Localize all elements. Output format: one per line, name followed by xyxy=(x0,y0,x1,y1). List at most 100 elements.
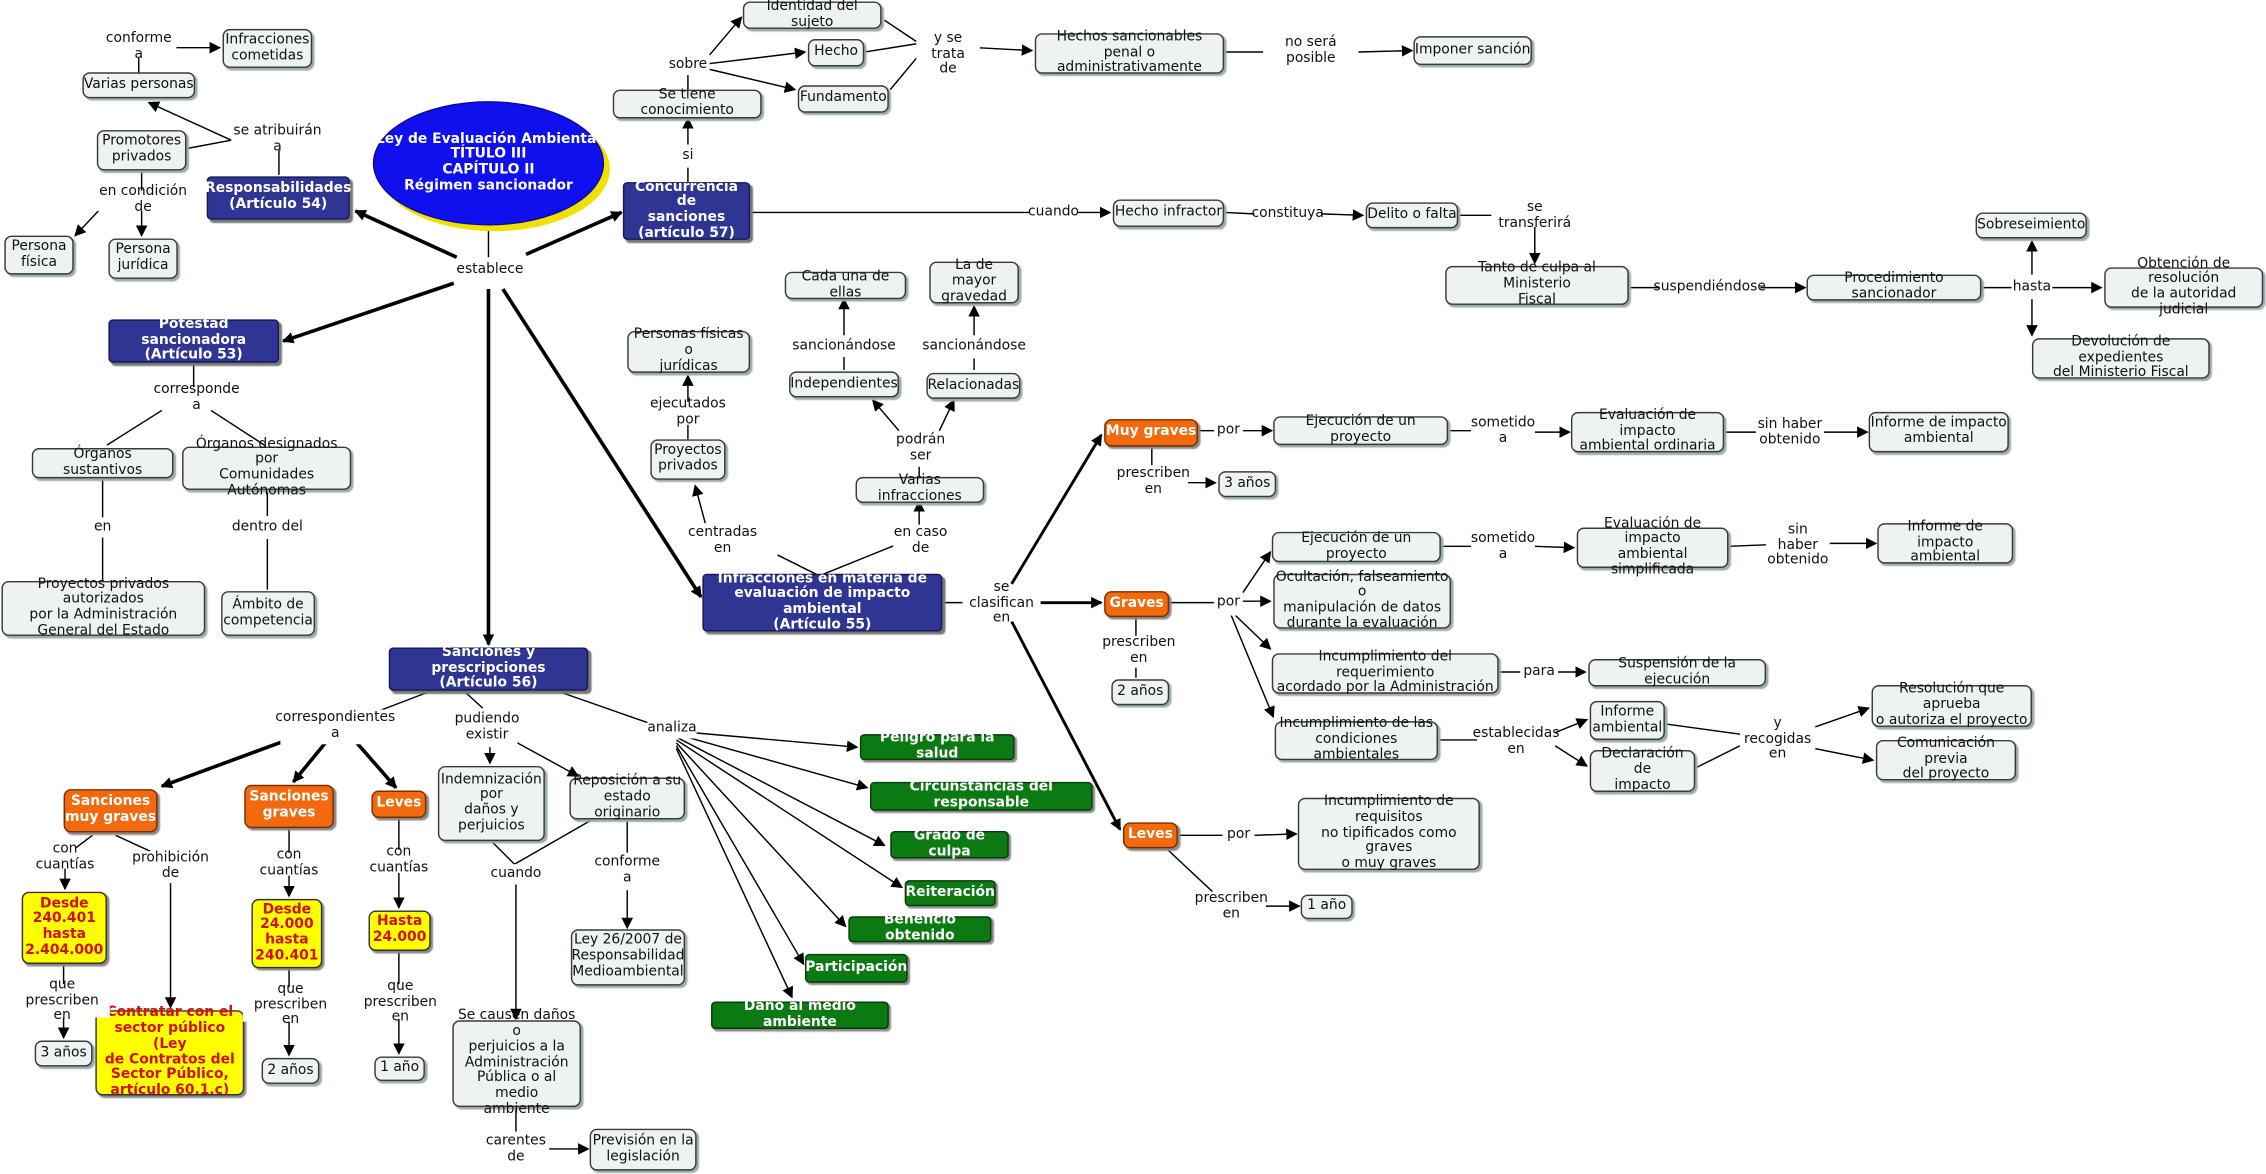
link-podran-ser: podrán ser xyxy=(896,432,946,467)
concept-potestad[interactable]: Potestad sancionadora (Artículo 53) xyxy=(108,317,279,363)
criterion-participacion[interactable]: Participación xyxy=(804,953,908,983)
concept-muy-graves[interactable]: Muy graves xyxy=(1104,419,1199,447)
concept-hecho[interactable]: Hecho xyxy=(807,39,865,67)
criterion-grado-culpa[interactable]: Grado de culpa xyxy=(890,828,1009,859)
concept-organos-sustantivos[interactable]: Órganos sustantivos xyxy=(31,446,174,479)
concept-desde-24000[interactable]: Desde 24.000 hasta 240.401 xyxy=(251,898,323,969)
concept-varias-infracciones[interactable]: Varias infracciones xyxy=(855,473,985,504)
concept-organos-designados[interactable]: Órganos designados por Comunidades Autón… xyxy=(182,436,352,498)
concept-delito[interactable]: Delito o falta xyxy=(1365,202,1459,229)
criterion-circunstancias[interactable]: Circunstancias del responsable xyxy=(870,780,1093,811)
concept-ejecucion-1[interactable]: Ejecución de un proyecto xyxy=(1273,414,1449,446)
link-no-sera-posible: no será posible xyxy=(1263,35,1359,66)
concept-ejecucion-2[interactable]: Ejecución de un proyecto xyxy=(1271,530,1441,563)
concept-informe-impacto-2[interactable]: Informe de impacto ambiental xyxy=(1877,519,2014,565)
concept-leves[interactable]: Leves xyxy=(1122,822,1178,849)
concept-responsabilidades[interactable]: Responsabilidades (Artículo 54) xyxy=(205,176,351,220)
link-establecidas-en: establecidas en xyxy=(1473,725,1559,761)
concept-3-anos-2[interactable]: 3 años xyxy=(34,1040,93,1067)
link-correspondientes: correspondientes a xyxy=(275,709,395,745)
link-por-2: por xyxy=(1213,592,1243,613)
link-hasta: hasta xyxy=(2011,277,2053,298)
concept-obtencion[interactable]: Obtención de resolución de la autoridad … xyxy=(2104,255,2264,317)
concept-desde-240401[interactable]: Desde 240.401 hasta 2.404.000 xyxy=(21,891,107,964)
concept-hechos-sancionables[interactable]: Hechos sancionables penal o administrati… xyxy=(1034,29,1225,76)
concept-ambito[interactable]: Ámbito de competencia xyxy=(221,591,316,636)
concept-procedimiento[interactable]: Procedimiento sancionador xyxy=(1806,271,1982,302)
link-establece: establece xyxy=(456,260,523,281)
concept-se-causen[interactable]: Se causen daños o perjuicios a la Admini… xyxy=(452,1008,581,1117)
link-sobre: sobre xyxy=(667,55,709,74)
concept-ocultacion[interactable]: Ocultación, falseamiento o manipulación … xyxy=(1273,569,1451,631)
concept-sanciones-56[interactable]: Sanciones y prescripciones (Artículo 56) xyxy=(388,645,589,691)
concept-declaracion[interactable]: Declaración de impacto xyxy=(1589,746,1696,793)
criterion-dano[interactable]: Daño al medio ambiente xyxy=(711,998,889,1030)
link-se-atribuiran: se atribuirán a xyxy=(231,123,324,154)
link-sancionandose-2: sancionándose xyxy=(922,336,1026,357)
concept-incumplimiento-requerimiento[interactable]: Incumplimiento del requerimiento acordad… xyxy=(1271,649,1499,696)
link-por-3: por xyxy=(1222,825,1255,846)
concept-graves[interactable]: Graves xyxy=(1104,591,1170,618)
concept-informe-impacto-1[interactable]: Informe de impacto ambiental xyxy=(1868,411,2009,453)
link-y-se-trata: y se trata de xyxy=(916,30,980,77)
concept-persona-juridica[interactable]: Persona jurídica xyxy=(108,238,178,279)
concept-promotores[interactable]: Promotores privados xyxy=(96,130,187,171)
concept-concurrencia[interactable]: Concurrencia de sanciones (artículo 57) xyxy=(622,179,751,241)
concept-hasta-24000[interactable]: Hasta 24.000 xyxy=(368,910,431,951)
link-que-prescriben-2: que prescriben en xyxy=(242,981,339,1028)
concept-devolucion[interactable]: Devolución de expedientes del Ministerio… xyxy=(2031,334,2210,380)
criterion-beneficio[interactable]: Beneficio obtenido xyxy=(848,912,992,944)
concept-varias-personas[interactable]: Varias personas xyxy=(82,72,196,99)
concept-proyectos-autorizados[interactable]: Proyectos privados autorizados por la Ad… xyxy=(1,576,206,638)
concept-1-ano-1[interactable]: 1 año xyxy=(1300,894,1353,920)
concept-hecho-infractor[interactable]: Hecho infractor xyxy=(1112,199,1225,227)
link-se-clasifican: se clasifican en xyxy=(962,580,1041,626)
concept-infracciones-55[interactable]: Infracciones en materia de evaluación de… xyxy=(702,570,943,632)
concept-identidad[interactable]: Identidad del sujeto xyxy=(742,0,882,29)
link-ejecutados-por: ejecutados por xyxy=(641,397,735,428)
concept-se-tiene-conocimiento[interactable]: Se tiene conocimiento xyxy=(612,87,762,119)
concept-2-anos-2[interactable]: 2 años xyxy=(261,1057,320,1084)
concept-suspension[interactable]: Suspensión de la ejecución xyxy=(1588,656,1767,687)
concept-mayor-gravedad[interactable]: La de mayor gravedad xyxy=(929,258,1019,305)
concept-sanciones-graves[interactable]: Sanciones graves xyxy=(244,784,334,829)
concept-tanto-culpa[interactable]: Tanto de culpa al Ministerio Fiscal xyxy=(1445,261,1629,307)
concept-reposicion[interactable]: Reposición a su estado originario xyxy=(569,774,686,821)
concept-indemnizacion[interactable]: Indemnización por daños y perjuicios xyxy=(437,765,545,842)
concept-informe-ambiental[interactable]: Informe ambiental xyxy=(1589,700,1665,740)
concept-incumplimiento-condiciones[interactable]: Incumplimiento de las condiciones ambien… xyxy=(1274,716,1438,763)
concept-ley-26-2007[interactable]: Ley 26/2007 de Responsabilidad Medioambi… xyxy=(570,929,686,986)
concept-contratar[interactable]: Contratar con el sector público (Ley de … xyxy=(95,1005,245,1098)
link-con-cuantias-1: con cuantías xyxy=(21,842,109,873)
link-corresponde-a: corresponde a xyxy=(150,382,243,413)
concept-fundamento[interactable]: Fundamento xyxy=(797,85,889,113)
concept-persona-fisica[interactable]: Persona física xyxy=(4,235,74,275)
criterion-peligro[interactable]: Peligro para la salud xyxy=(859,730,1015,761)
concept-eval-simplificada[interactable]: Evaluación de impacto ambiental simplifi… xyxy=(1576,515,1729,578)
concept-infracciones-cometidas[interactable]: Infracciones cometidas xyxy=(222,28,313,68)
concept-3-anos-1[interactable]: 3 años xyxy=(1218,471,1277,498)
criterion-reiteracion[interactable]: Reiteración xyxy=(904,880,996,907)
concept-comunicacion[interactable]: Comunicación previa del proyecto xyxy=(1875,736,2017,782)
concept-2-anos-1[interactable]: 2 años xyxy=(1111,679,1170,706)
concept-sanciones-muy-graves[interactable]: Sanciones muy graves xyxy=(63,789,158,833)
link-prescriben-3: prescriben en xyxy=(1194,890,1268,924)
concept-proyectos-privados[interactable]: Proyectos privados xyxy=(650,439,726,480)
concept-sanciones-leves[interactable]: Leves xyxy=(371,790,427,818)
concept-prevision[interactable]: Previsión en la legislación xyxy=(589,1128,697,1171)
concept-cada-una[interactable]: Cada una de ellas xyxy=(784,269,907,300)
concept-1-ano-2[interactable]: 1 año xyxy=(374,1056,425,1082)
link-que-prescriben-3: que prescriben en xyxy=(352,978,449,1025)
concept-independientes[interactable]: Independientes xyxy=(789,371,899,398)
concept-imponer-sancion[interactable]: Imponer sanción xyxy=(1413,36,1532,66)
link-para: para xyxy=(1520,661,1558,683)
link-en: en xyxy=(92,518,113,537)
concept-eval-ordinaria[interactable]: Evaluación de impacto ambiental ordinari… xyxy=(1570,408,1725,454)
concept-relacionadas[interactable]: Relacionadas xyxy=(926,372,1021,399)
concept-resolucion[interactable]: Resolución que aprueba o autoriza el pro… xyxy=(1871,681,2032,728)
concept-sobreseimiento[interactable]: Sobreseimiento xyxy=(1975,212,2087,239)
concept-personas-fj[interactable]: Personas físicas o jurídicas xyxy=(627,327,751,374)
concept-incumplimiento-leves[interactable]: Incumplimiento de requisitos no tipifica… xyxy=(1297,794,1480,871)
